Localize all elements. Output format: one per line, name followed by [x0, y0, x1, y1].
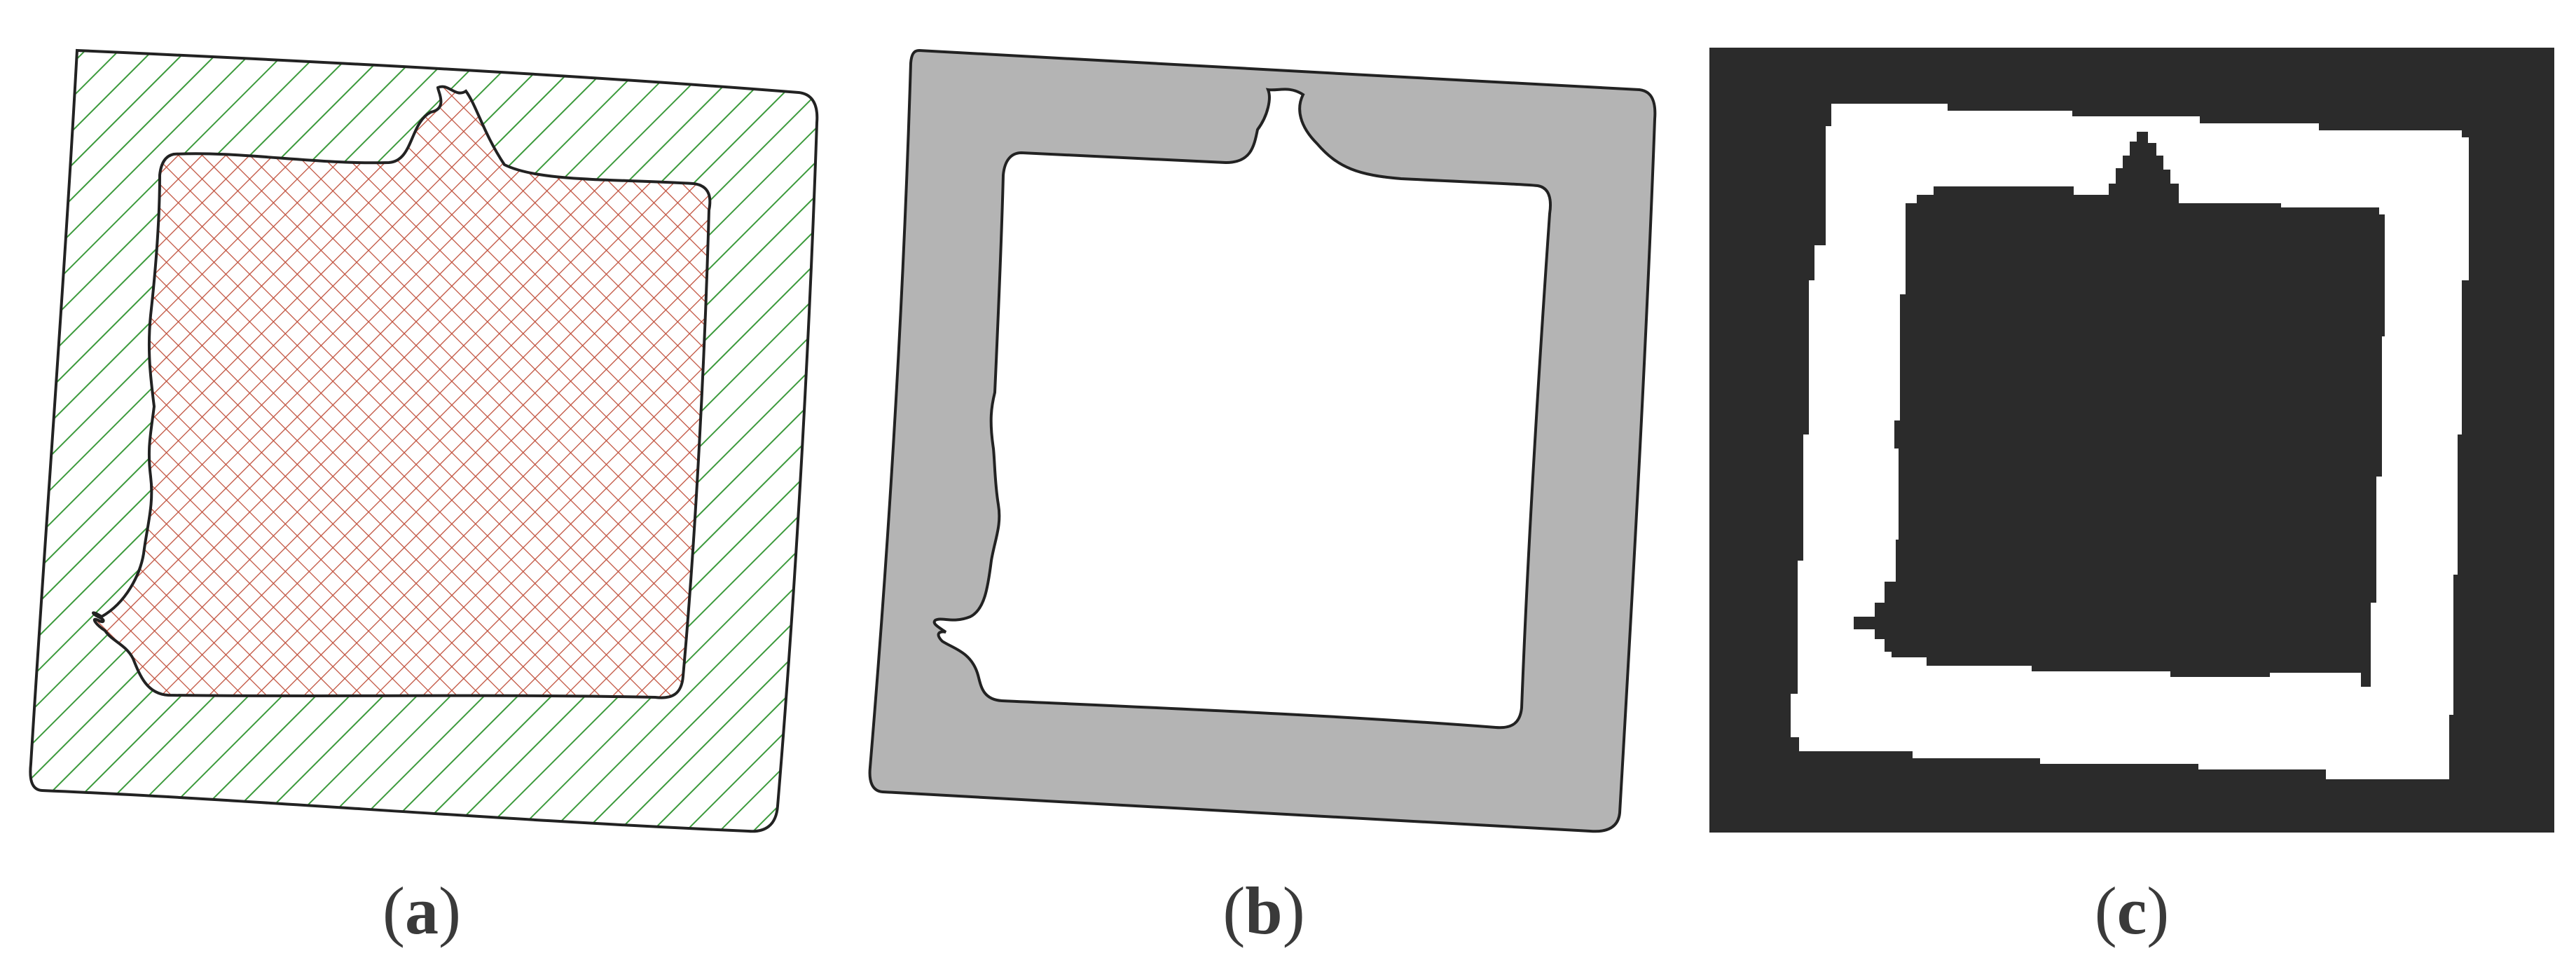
panel-c: [1709, 48, 2554, 833]
panel-a-inner-hatch: [92, 85, 712, 699]
panel-c-caption: (c): [2095, 873, 2170, 948]
panel-b: [868, 48, 1657, 833]
panel-b-inner-hole: [932, 88, 1552, 730]
panel-b-caption: (b): [1222, 873, 1304, 948]
panel-c-inner-blob: [1854, 132, 2385, 687]
panel-a-caption: (a): [383, 873, 461, 948]
panel-a: [29, 48, 819, 833]
